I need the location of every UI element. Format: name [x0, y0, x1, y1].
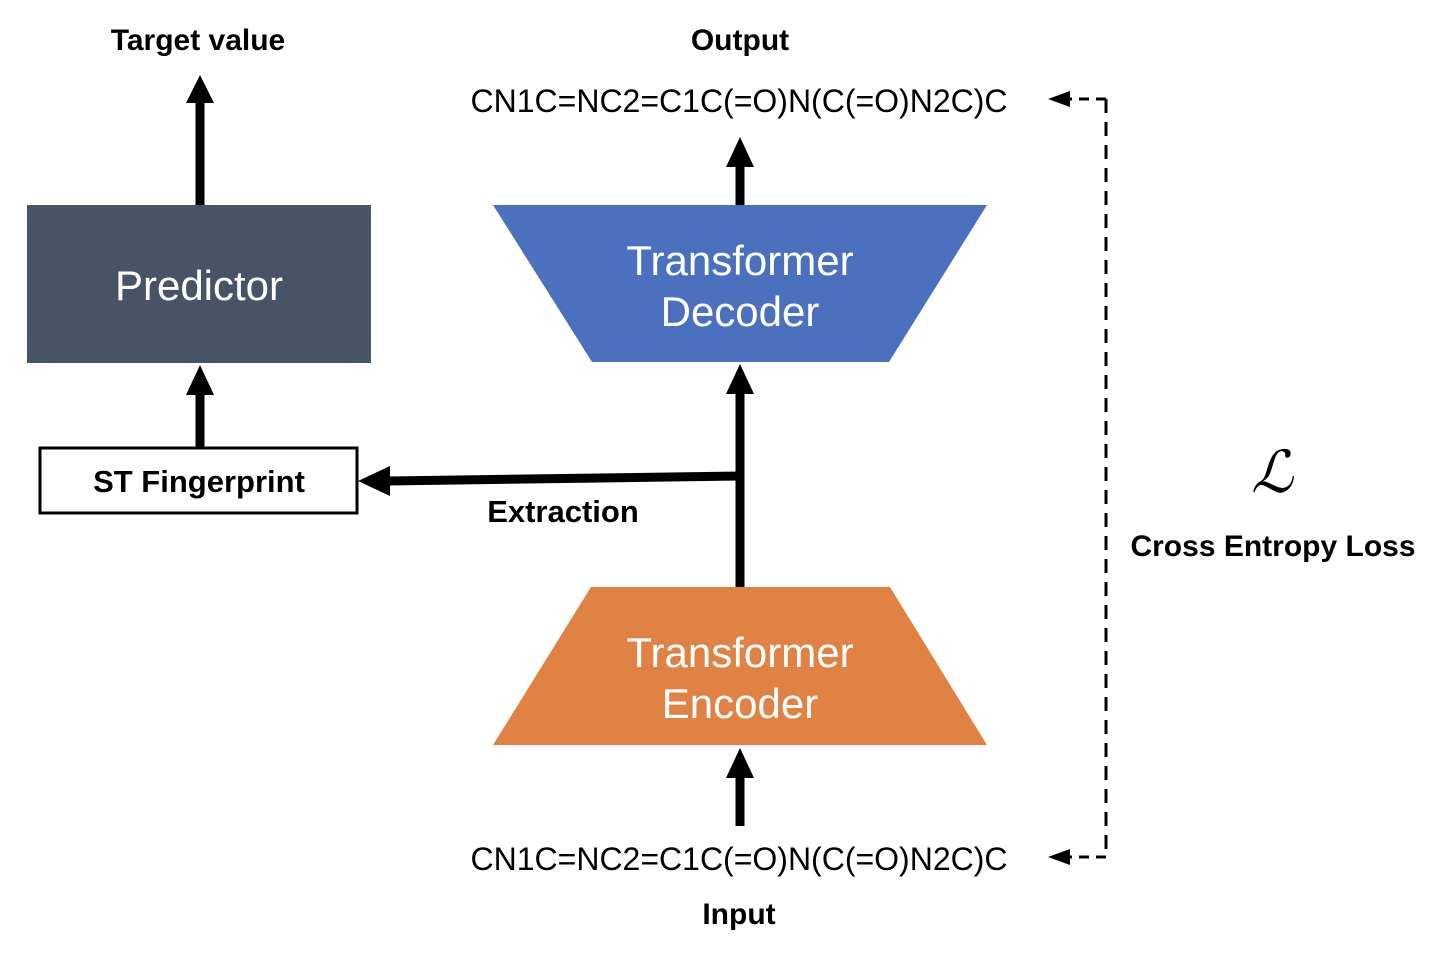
- decoder-label-line1: Transformer: [626, 237, 853, 284]
- extraction-label: Extraction: [487, 494, 639, 529]
- target-value-label: Target value: [111, 24, 286, 57]
- encoder-label-line2: Encoder: [662, 680, 818, 727]
- input-to-encoder-arrow: [726, 748, 754, 826]
- output-smiles: CN1C=NC2=C1C(=O)N(C(=O)N2C)C: [471, 83, 1008, 119]
- loss-symbol: ℒ: [1251, 438, 1294, 506]
- encoder-label-line1: Transformer: [626, 629, 853, 676]
- extraction-arrow: [358, 466, 741, 496]
- predictor-block: Predictor: [27, 205, 371, 363]
- predictor-label: Predictor: [115, 262, 283, 309]
- loss-name-label: Cross Entropy Loss: [1130, 530, 1415, 563]
- fingerprint-to-predictor-arrow: [186, 365, 214, 447]
- output-label: Output: [691, 24, 789, 57]
- encoder-to-decoder-arrow: [726, 364, 754, 588]
- st-fingerprint-block: ST Fingerprint: [38, 446, 359, 515]
- decoder-to-output-arrow: [726, 137, 754, 207]
- loss-connector: [1048, 91, 1108, 865]
- input-smiles: CN1C=NC2=C1C(=O)N(C(=O)N2C)C: [471, 841, 1008, 877]
- st-fingerprint-label: ST Fingerprint: [93, 464, 305, 499]
- transformer-decoder-block: Transformer Decoder: [493, 205, 987, 362]
- transformer-encoder-block: Transformer Encoder: [493, 587, 987, 745]
- decoder-label-line2: Decoder: [661, 288, 820, 335]
- input-label: Input: [702, 898, 775, 931]
- predictor-to-target-arrow: [186, 75, 214, 205]
